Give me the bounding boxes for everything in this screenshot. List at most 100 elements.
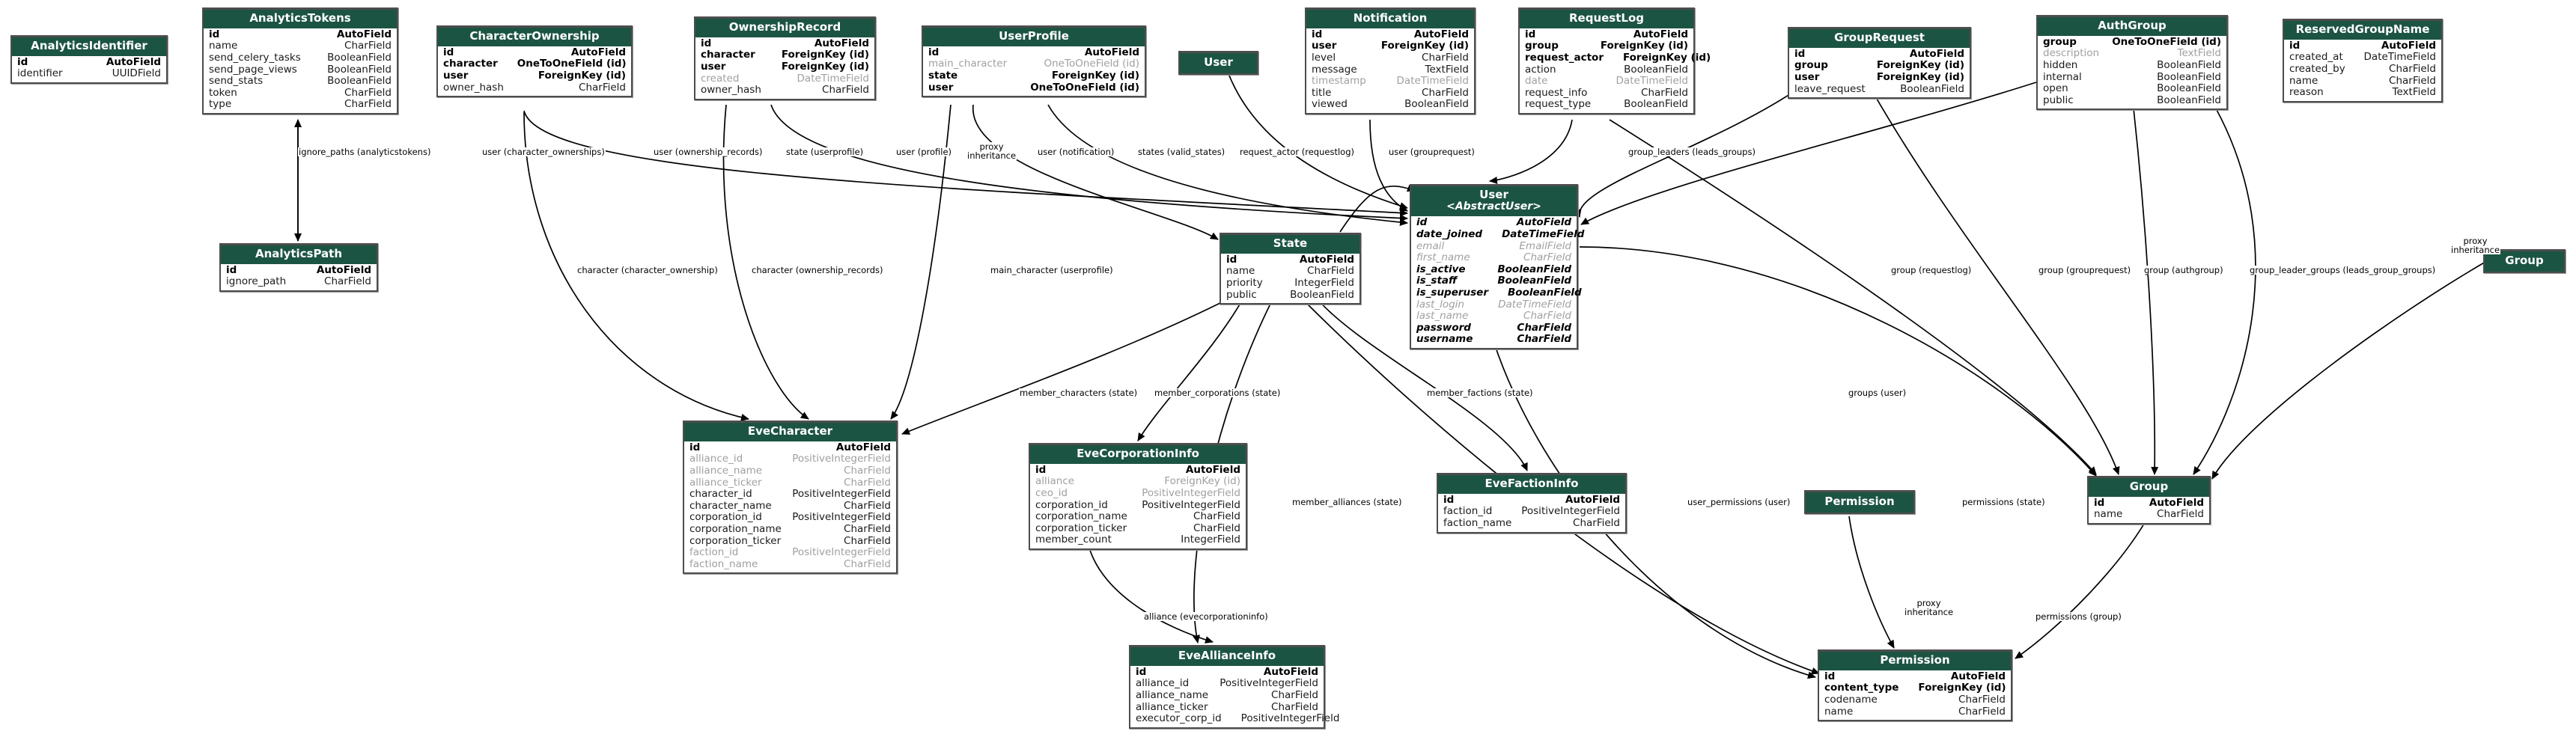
field-type: AutoField [2149, 496, 2204, 509]
field-type: DateTimeField [797, 72, 869, 85]
field-name: faction_id [1443, 505, 1493, 518]
edge-label: user_permissions (user) [1687, 497, 1791, 507]
field-type: AutoField [316, 263, 371, 276]
field-type: ForeignKey (id) [1164, 475, 1240, 488]
field-type: CharField [1193, 522, 1240, 534]
field-name: corporation_id [689, 511, 762, 524]
field-name: id [1136, 665, 1147, 678]
field-type: AutoField [2381, 39, 2436, 52]
field-type: DateTimeField [2363, 51, 2436, 64]
field-name: id [17, 55, 28, 68]
field-name: email [1416, 239, 1445, 252]
entity-title: OwnershipRecord [695, 19, 874, 37]
field-type: IntegerField [1294, 276, 1354, 289]
entity-title: RequestLog [1520, 10, 1693, 28]
field-type: AutoField [1950, 670, 2006, 682]
field-name: is_active [1416, 263, 1466, 275]
field-type: BooleanField [2157, 58, 2221, 71]
field-name: id [689, 441, 701, 453]
entity-abstract-marker: <AbstractUser> [1446, 200, 1541, 212]
edge-label: member_factions (state) [1426, 388, 1534, 398]
field-type: ForeignKey (id) [1051, 69, 1139, 82]
entity-user[interactable]: User [1178, 51, 1258, 75]
field-name: faction_name [1443, 516, 1512, 529]
field-name: corporation_id [1035, 498, 1108, 511]
field-type: AutoField [1516, 216, 1571, 229]
entity-permission[interactable]: Permission [1804, 490, 1915, 514]
field-name: password [1416, 321, 1471, 334]
entity-field-row: main_character OneToOneField (id) [928, 58, 1139, 70]
field-name: executor_corp_id [1136, 712, 1222, 725]
field-type: CharField [344, 86, 392, 99]
field-name: is_staff [1416, 275, 1458, 287]
field-name: date [1525, 75, 1548, 88]
edge-label: states (valid_states) [1137, 147, 1226, 157]
field-name: last_name [1416, 310, 1469, 322]
field-name: is_superuser [1416, 287, 1488, 299]
field-type: BooleanField [1624, 98, 1688, 111]
entity-title: CharacterOwnership [438, 28, 631, 46]
entity-title: State [1221, 235, 1359, 254]
entity-title: EveCharacter [684, 423, 896, 441]
field-name: identifier [17, 67, 63, 80]
field-name: message [1312, 63, 1357, 76]
field-name: owner_hash [443, 81, 504, 94]
field-name: main_character [928, 58, 1008, 70]
field-name: request_info [1525, 86, 1588, 99]
edge-label: user (notification) [1037, 147, 1115, 157]
edge-label: user (character_ownerships) [481, 147, 606, 157]
field-type: DateTimeField [1616, 75, 1688, 88]
field-name: type [209, 98, 232, 111]
field-type: CharField [324, 275, 371, 288]
field-type: OneToOneField (id) [1044, 58, 1140, 70]
field-name: reason [2289, 86, 2324, 99]
field-type: ForeignKey (id) [1876, 59, 1964, 72]
entity-title: AnalyticsPath [221, 245, 377, 264]
edge-label: group_leader_groups (leads_group_groups) [2249, 265, 2437, 275]
field-type: OneToOneField (id) [1030, 81, 1139, 94]
